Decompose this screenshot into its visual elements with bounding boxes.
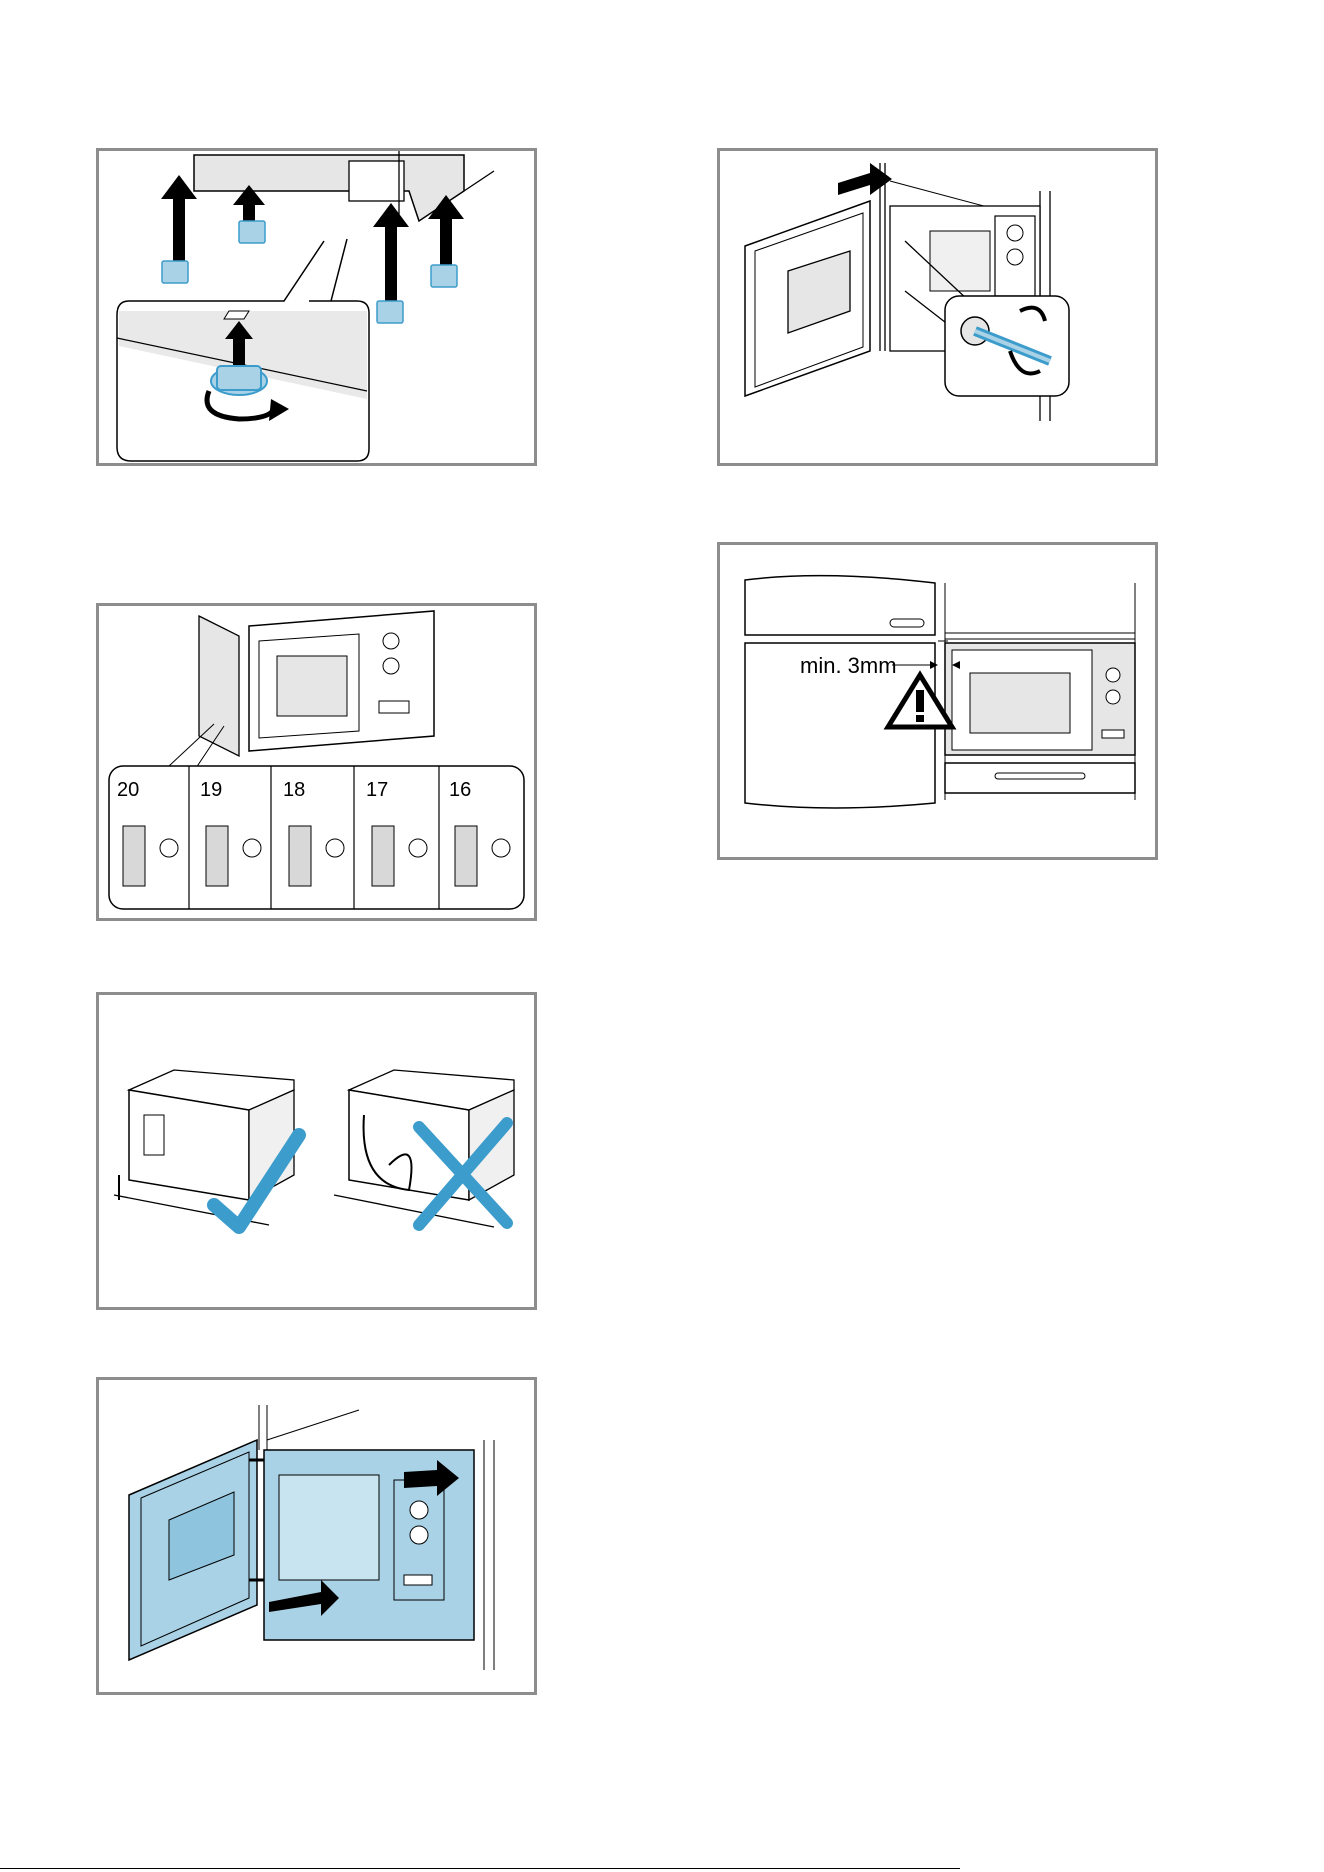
adjustable-feet-illustration [99, 151, 534, 463]
figure-push-in [96, 1377, 537, 1695]
footer-rule [0, 1868, 960, 1869]
panel-thickness-spacer-illustration: 20 19 18 17 16 [99, 606, 534, 918]
push-appliance-into-cabinet-illustration [99, 1380, 534, 1692]
spacer-icon [492, 839, 510, 857]
screwdriver-fixing-illustration [720, 151, 1155, 463]
figure-adjustable-feet [96, 148, 537, 466]
spacer-size-label: 16 [449, 779, 471, 801]
spacer-icon [409, 839, 427, 857]
figure-spacer-sizes: 20 19 18 17 16 [96, 603, 537, 921]
clearance-label: min. 3mm [800, 653, 897, 678]
panel-section [206, 826, 228, 886]
cable-routing-correct-incorrect-illustration [99, 995, 534, 1307]
figure-door-clearance: min. 3mm [717, 542, 1158, 860]
spacer-icon [243, 839, 261, 857]
panel-section [289, 826, 311, 886]
spacer-size-label: 20 [117, 779, 139, 801]
spacer-icon [160, 839, 178, 857]
spacer-icon [326, 839, 344, 857]
figure-fixing-screws [717, 148, 1158, 466]
panel-section [123, 826, 145, 886]
door-clearance-warning-illustration: min. 3mm [720, 545, 1155, 857]
spacer-size-label: 18 [283, 779, 305, 801]
panel-section [372, 826, 394, 886]
spacer-size-label: 17 [366, 779, 388, 801]
spacer-size-label: 19 [200, 779, 222, 801]
figure-cable-routing [96, 992, 537, 1310]
panel-section [455, 826, 477, 886]
